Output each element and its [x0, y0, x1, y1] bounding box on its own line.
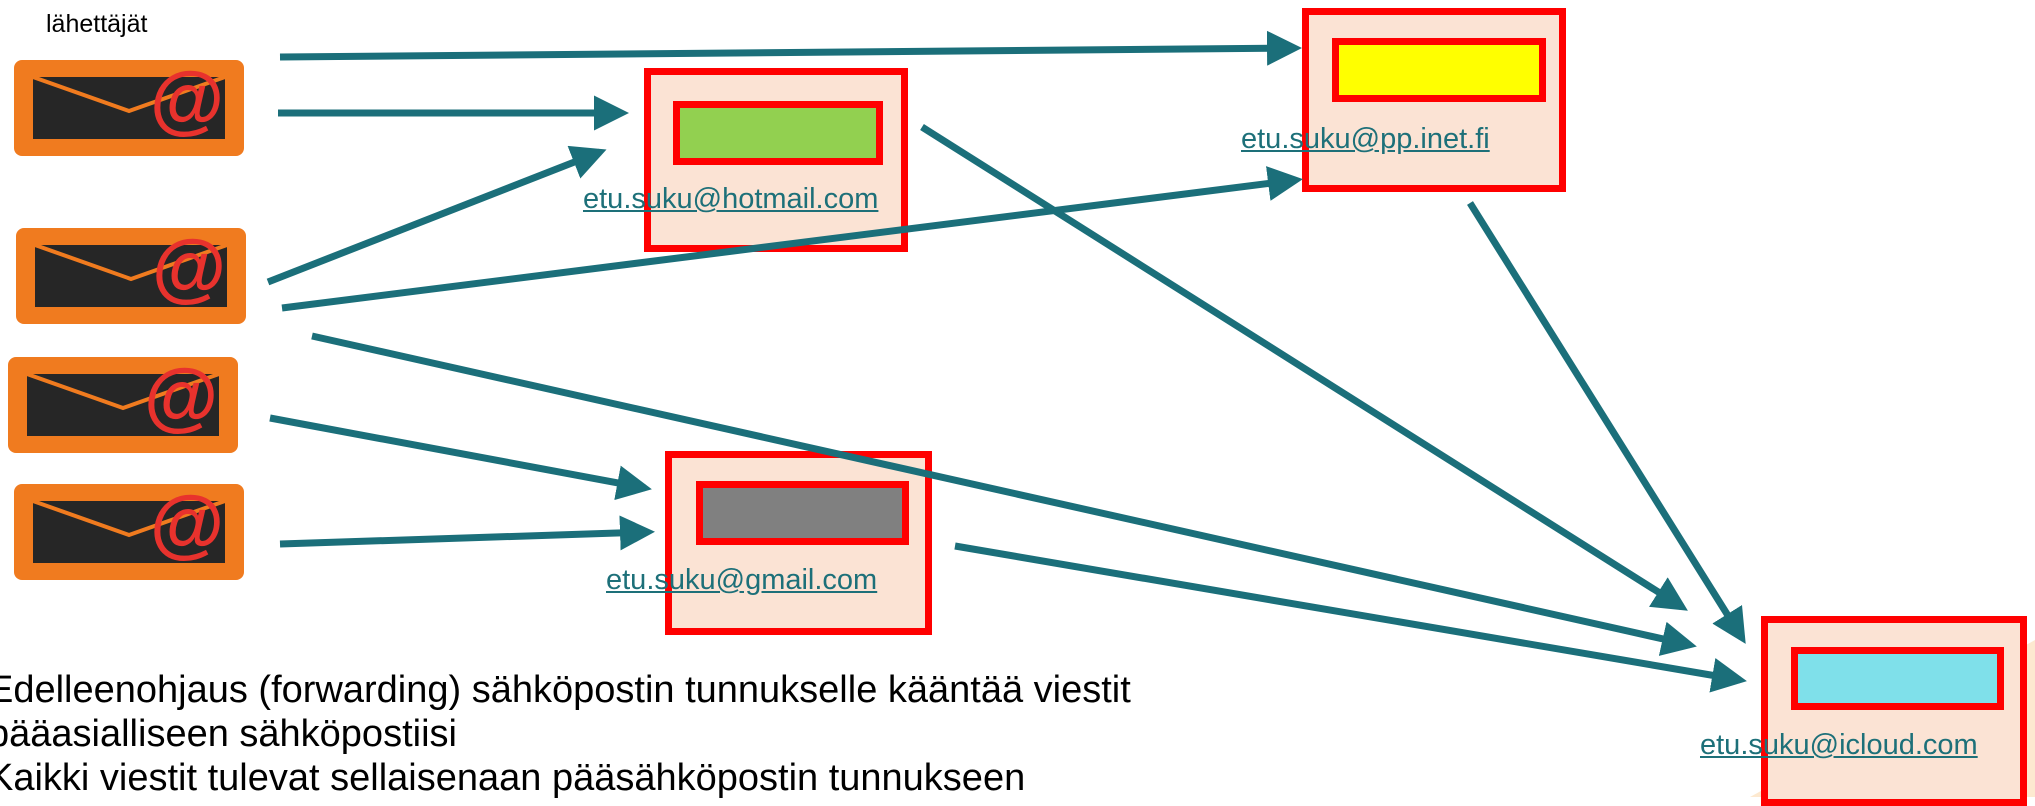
arrow-sender2-icloud [311, 332, 1697, 656]
senders-label: lähettäjät [46, 10, 148, 38]
arrow-sender1-ppinet [279, 30, 1302, 66]
mailbox-slot-icloud [1791, 647, 2004, 710]
address-icloud[interactable]: etu.suku@icloud.com [1700, 729, 1978, 761]
at-icon: @ [150, 484, 225, 566]
sender-envelope-4: @ [14, 484, 244, 580]
envelope-icon [33, 77, 225, 139]
arrow-gmail-icloud [954, 542, 1747, 693]
mailbox-gmail [665, 451, 932, 635]
at-icon: @ [152, 228, 227, 310]
arrow-sender2-ppinet [281, 166, 1303, 312]
mailbox-hotmail [644, 68, 908, 252]
arrow-sender4-gmail [279, 515, 655, 551]
arrow-sender2-hotmail [266, 145, 607, 286]
arrow-hotmail-icloud [920, 124, 1688, 611]
envelope-icon [27, 374, 219, 436]
mailbox-slot-gmail [696, 481, 909, 545]
sender-envelope-2: @ [16, 228, 246, 324]
at-icon: @ [150, 60, 225, 142]
bullet-line-3: Kaikki viestit tulevat sellaisenaan pääs… [0, 757, 1026, 799]
bullet-line-1: Edelleenohjaus (forwarding) sähköpostin … [0, 669, 1131, 711]
sender-envelope-3: @ [8, 357, 238, 453]
mailbox-ppinet [1302, 8, 1566, 192]
bullet-text: Edelleenohjaus (forwarding) sähköpostin … [0, 668, 1131, 800]
mailbox-slot-ppinet [1332, 38, 1546, 102]
address-gmail[interactable]: etu.suku@gmail.com [606, 564, 878, 596]
envelope-icon [35, 245, 227, 307]
arrow-ppinet-icloud [1467, 201, 1746, 644]
mailbox-slot-hotmail [673, 101, 883, 165]
bullet-line-2: pääasialliseen sähköpostiisi [0, 713, 457, 755]
address-ppinet[interactable]: etu.suku@pp.inet.fi [1241, 123, 1490, 155]
address-hotmail[interactable]: etu.suku@hotmail.com [583, 183, 879, 215]
sender-envelope-1: @ [14, 60, 244, 156]
envelope-icon [33, 501, 225, 563]
at-icon: @ [144, 357, 219, 439]
arrow-sender3-gmail [269, 414, 652, 501]
